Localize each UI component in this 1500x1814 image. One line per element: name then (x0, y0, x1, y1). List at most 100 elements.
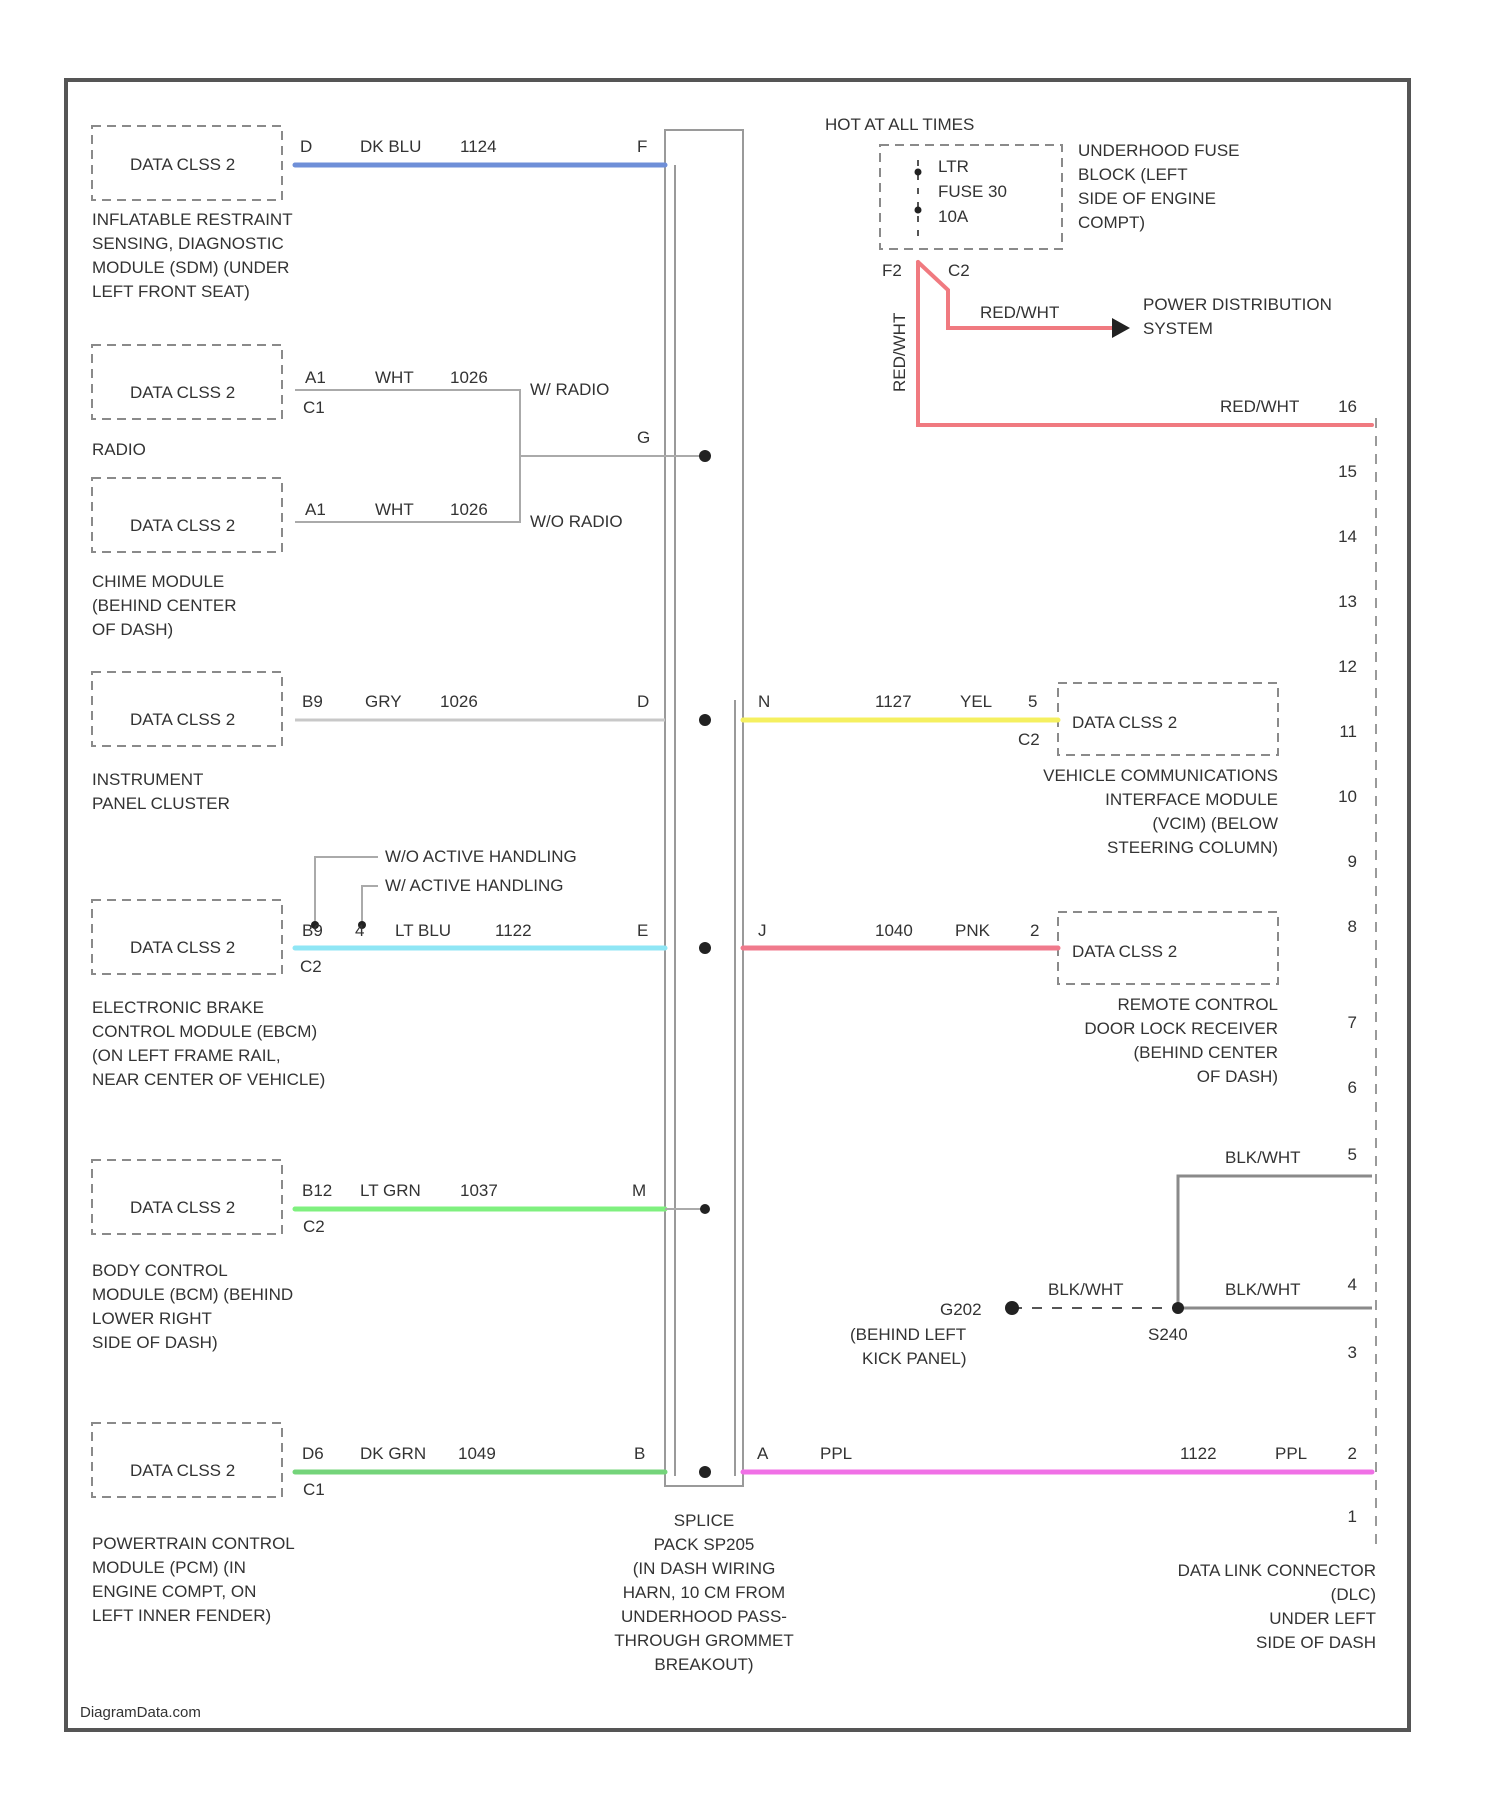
fuse-desc-4: COMPT) (1078, 213, 1145, 232)
sdm-wire-color: DK BLU (360, 137, 421, 156)
ipc-splice-node (699, 714, 711, 726)
ebcm-option-without: W/O ACTIVE HANDLING (385, 847, 577, 866)
radio-connector: C1 (303, 398, 325, 417)
radio-option-with: W/ RADIO (530, 380, 609, 399)
dlc-pin16-wire-vertical-label: RED/WHT (890, 313, 909, 392)
bcm-desc-2: MODULE (BCM) (BEHIND (92, 1285, 293, 1304)
ground-splice-node (1172, 1302, 1184, 1314)
ebcm-option-lead-without (315, 857, 378, 925)
vcim-desc-1: VEHICLE COMMUNICATIONS (1043, 766, 1278, 785)
dlc-pin-12: 12 (1338, 657, 1357, 676)
dlc-pin-16: 16 (1338, 397, 1357, 416)
sdm-module-label: DATA CLSS 2 (130, 155, 235, 174)
pcm-pin: D6 (302, 1444, 324, 1463)
power-dest-1: POWER DISTRIBUTION (1143, 295, 1332, 314)
bcm-circuit: 1037 (460, 1181, 498, 1200)
radio-option-branch (510, 390, 665, 522)
chime-pin: A1 (305, 500, 326, 519)
ebcm-pin-alt: 4 (355, 921, 364, 940)
bcm-module-label: DATA CLSS 2 (130, 1198, 235, 1217)
fuse-desc-2: BLOCK (LEFT (1078, 165, 1188, 184)
fuse-pin-left: F2 (882, 261, 902, 280)
pcm-splice-pin: B (634, 1444, 645, 1463)
splice-dlc-pin: A (757, 1444, 769, 1463)
chime-module-box (92, 478, 282, 552)
chime-desc-1: CHIME MODULE (92, 572, 224, 591)
fuse-header: HOT AT ALL TIMES (825, 115, 974, 134)
dlc-pin-15: 15 (1338, 462, 1357, 481)
vcim-desc-4: STEERING COLUMN) (1107, 838, 1278, 857)
dlc-pin-6: 6 (1348, 1078, 1357, 1097)
pcm-desc-1: POWERTRAIN CONTROL (92, 1534, 295, 1553)
ebcm-module-box (92, 900, 282, 974)
dlc-pin5-wire-label: BLK/WHT (1225, 1148, 1301, 1167)
ipc-wire-color: GRY (365, 692, 402, 711)
vcim-module-label: DATA CLSS 2 (1072, 713, 1177, 732)
bcm-desc-1: BODY CONTROL (92, 1261, 228, 1280)
ipc-module-box (92, 672, 282, 746)
ipc-desc-2: PANEL CLUSTER (92, 794, 230, 813)
fuse-terminal-top (915, 169, 922, 176)
bcm-splice-pin: M (632, 1181, 646, 1200)
ground-desc-2: KICK PANEL) (862, 1349, 967, 1368)
rcdlr-splice-pin: J (758, 921, 767, 940)
splice-desc-4: HARN, 10 CM FROM (623, 1583, 785, 1602)
chime-module-label: DATA CLSS 2 (130, 516, 235, 535)
bcm-desc-3: LOWER RIGHT (92, 1309, 212, 1328)
dlc-pin16-wire-label: RED/WHT (1220, 397, 1299, 416)
radio-module-label: DATA CLSS 2 (130, 383, 235, 402)
splice-desc-5: UNDERHOOD PASS- (621, 1607, 787, 1626)
radio-desc-1: RADIO (92, 440, 146, 459)
ground-label: G202 (940, 1300, 982, 1319)
dlc-pin4-wire-label: BLK/WHT (1225, 1280, 1301, 1299)
rcdlr-desc-1: REMOTE CONTROL (1117, 995, 1278, 1014)
radio-option-without: W/O RADIO (530, 512, 623, 531)
dlc-pin-10: 10 (1338, 787, 1357, 806)
bcm-connector: C2 (303, 1217, 325, 1236)
dlc-pin-8: 8 (1348, 917, 1357, 936)
dlc-pin-14: 14 (1338, 527, 1357, 546)
splice-desc-3: (IN DASH WIRING (633, 1559, 776, 1578)
rcdlr-pin: 2 (1030, 921, 1039, 940)
pcm-desc-3: ENGINE COMPT, ON (92, 1582, 256, 1601)
rcdlr-desc-2: DOOR LOCK RECEIVER (1084, 1019, 1278, 1038)
dlc-pin16-wire (918, 262, 1372, 425)
splice-desc-1: SPLICE (674, 1511, 734, 1530)
pcm-desc-2: MODULE (PCM) (IN (92, 1558, 246, 1577)
ebcm-module-label: DATA CLSS 2 (130, 938, 235, 957)
fuse-line-1: LTR (938, 157, 969, 176)
bcm-wire-color: LT GRN (360, 1181, 421, 1200)
dlc-desc-3: UNDER LEFT (1269, 1609, 1376, 1628)
ebcm-wire-color: LT BLU (395, 921, 451, 940)
dlc-pin-2: 2 (1348, 1444, 1357, 1463)
ebcm-option-lead-with (362, 886, 378, 925)
vcim-wire-color: YEL (960, 692, 992, 711)
dlc-pin-13: 13 (1338, 592, 1357, 611)
ground-wire-label: BLK/WHT (1048, 1280, 1124, 1299)
radio-splice-node (699, 450, 711, 462)
vcim-pin: 5 (1028, 692, 1037, 711)
rcdlr-desc-4: OF DASH) (1197, 1067, 1278, 1086)
chime-circuit: 1026 (450, 500, 488, 519)
sdm-desc-1: INFLATABLE RESTRAINT (92, 210, 293, 229)
radio-wire-color: WHT (375, 368, 414, 387)
bcm-pin: B12 (302, 1181, 332, 1200)
sdm-pin: D (300, 137, 312, 156)
ipc-pin: B9 (302, 692, 323, 711)
ebcm-splice-pin: E (637, 921, 648, 940)
watermark: DiagramData.com (80, 1704, 201, 1721)
pcm-circuit: 1049 (458, 1444, 496, 1463)
sdm-splice-pin: F (637, 137, 647, 156)
dlc-desc-4: SIDE OF DASH (1256, 1633, 1376, 1652)
radio-circuit: 1026 (450, 368, 488, 387)
rcdlr-wire-color: PNK (955, 921, 991, 940)
vcim-circuit: 1127 (875, 692, 912, 711)
vcim-desc-2: INTERFACE MODULE (1105, 790, 1278, 809)
ebcm-splice-node (699, 942, 711, 954)
pcm-module-label: DATA CLSS 2 (130, 1461, 235, 1480)
pcm-wire-color: DK GRN (360, 1444, 426, 1463)
dlc-pin2-wire-right-label: PPL (1275, 1444, 1307, 1463)
dlc-pin-5: 5 (1348, 1145, 1357, 1164)
sdm-circuit: 1124 (460, 137, 497, 156)
